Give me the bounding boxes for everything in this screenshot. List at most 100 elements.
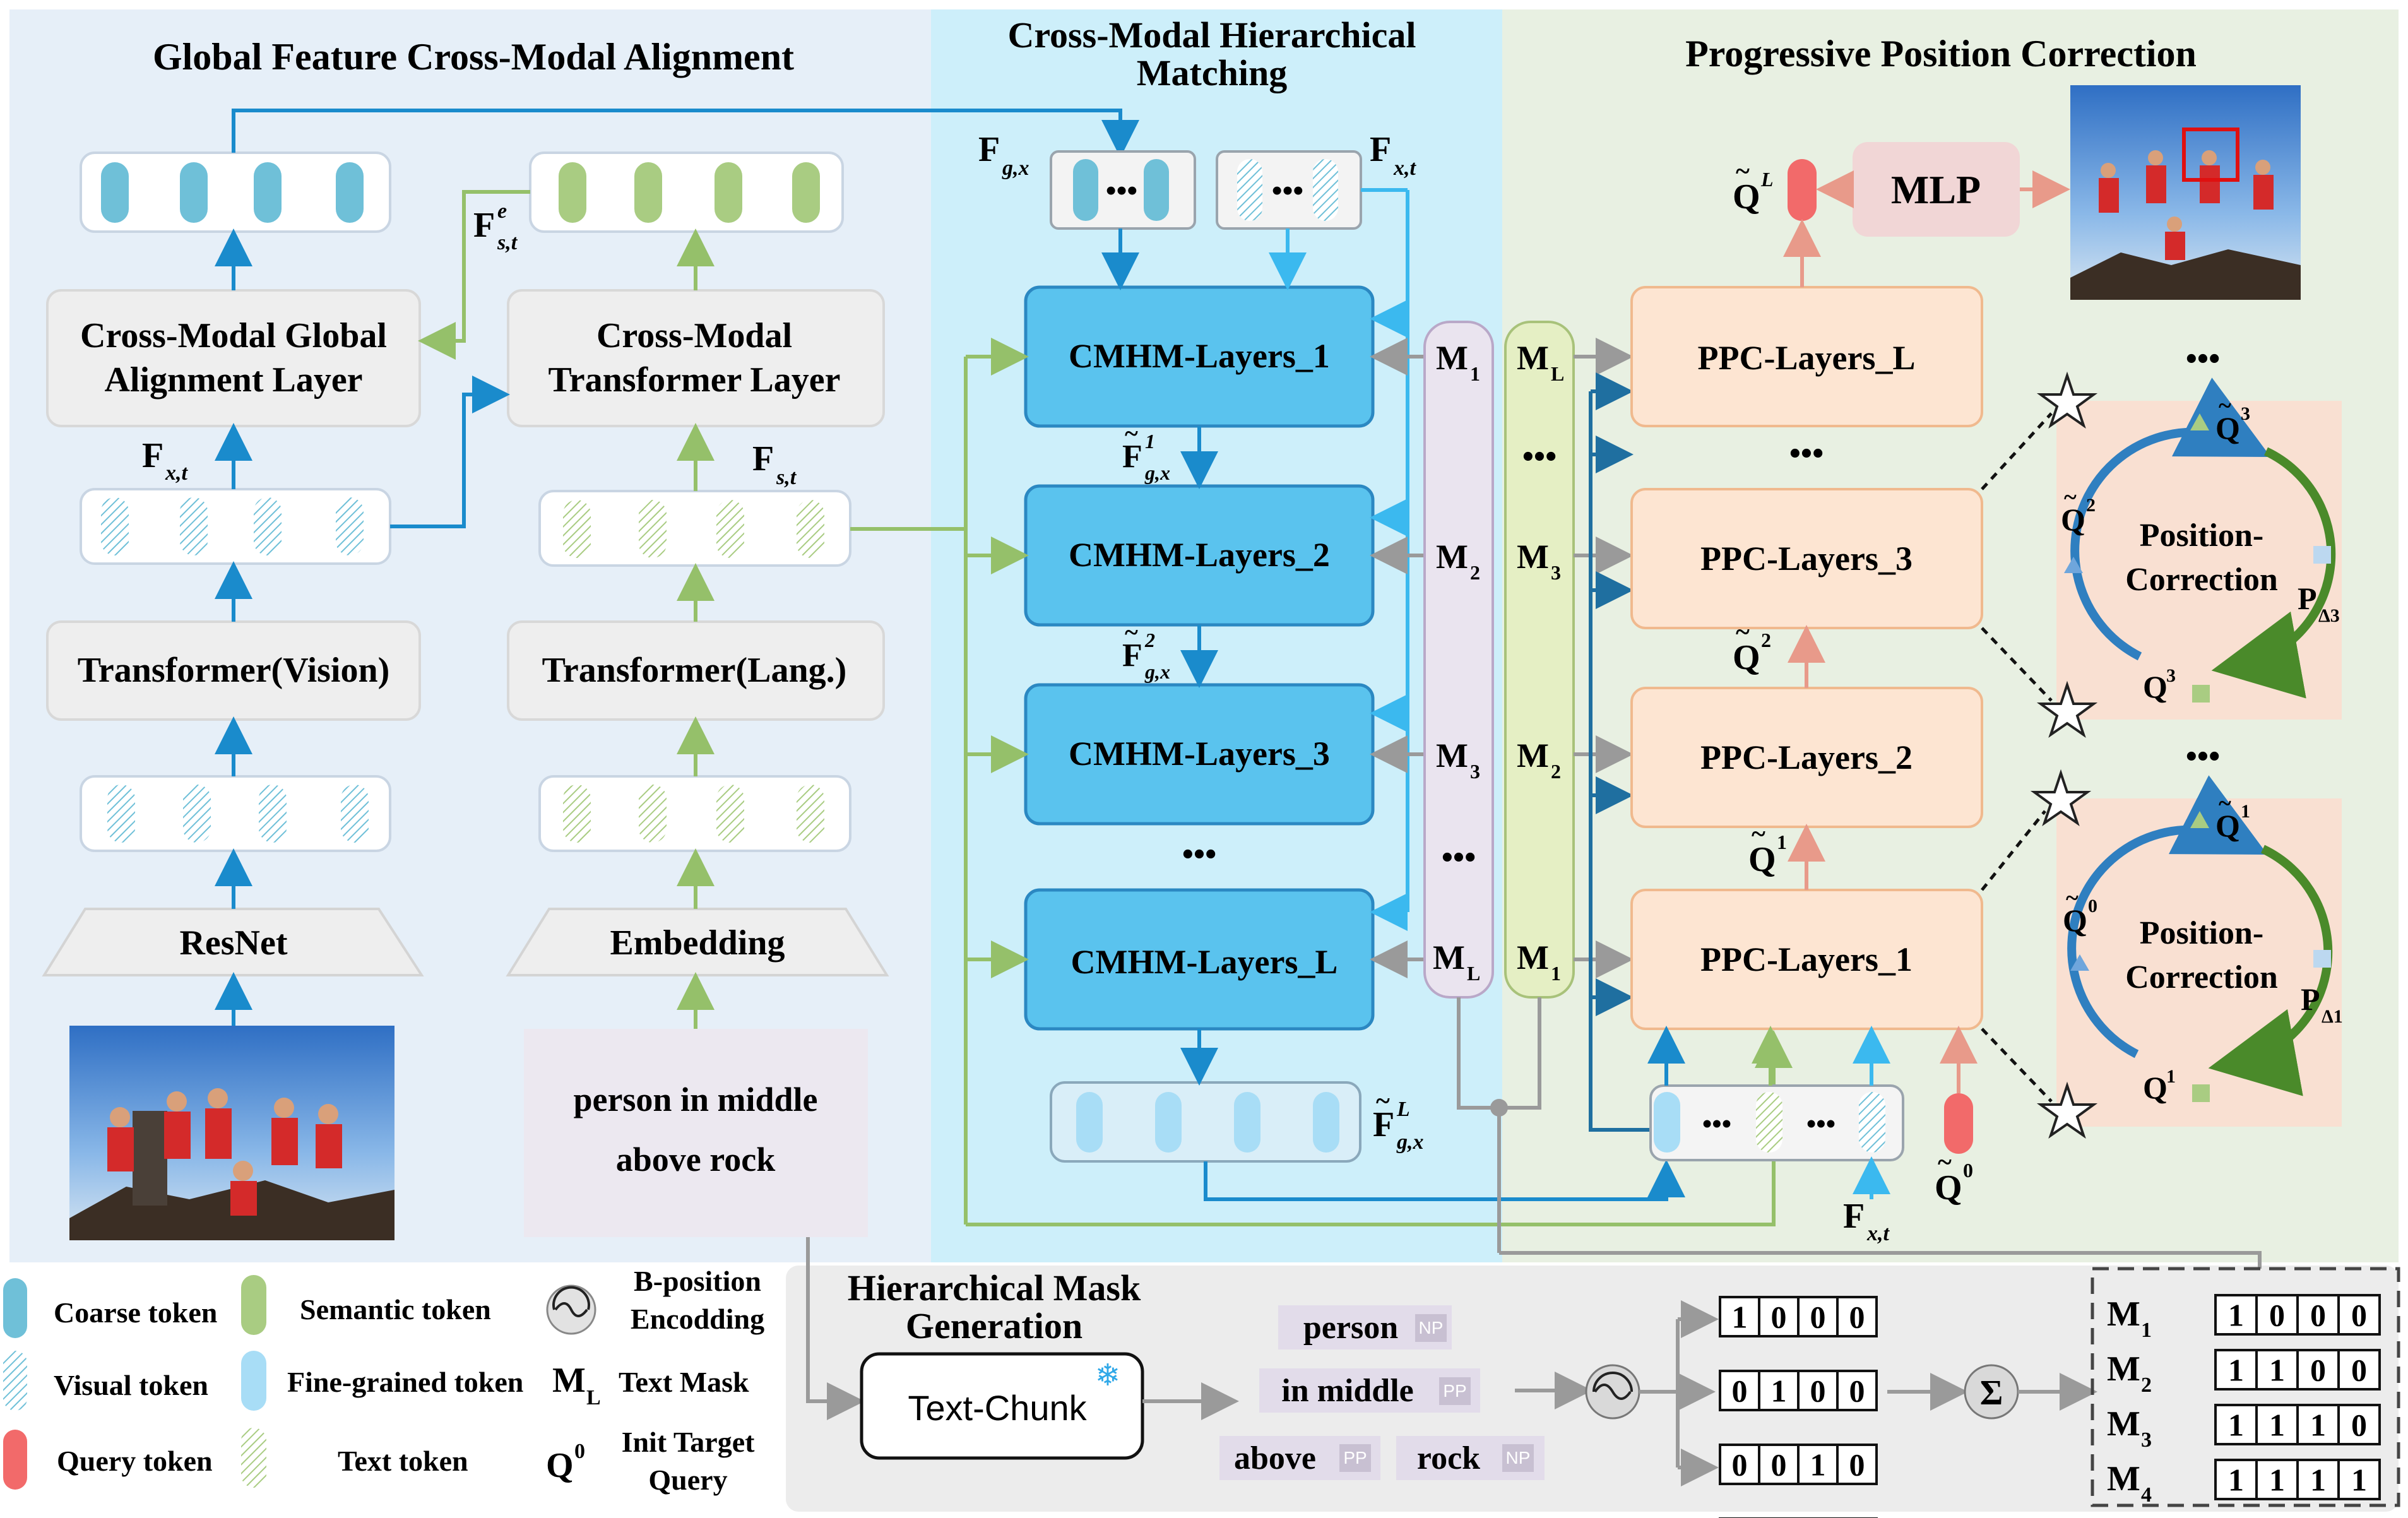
svg-text:L: L	[1551, 362, 1564, 385]
fine-grained-token	[1155, 1092, 1182, 1153]
svg-text:F: F	[978, 130, 1000, 169]
mask-row-label: M	[2107, 1404, 2140, 1444]
global-alignment-label-1: Cross-Modal Global	[80, 316, 387, 355]
coarse-token	[101, 162, 129, 223]
section-title-hmg-1: Hierarchical Mask	[848, 1267, 1141, 1308]
fine-grained-token	[1234, 1092, 1260, 1153]
svg-text:Q: Q	[2215, 808, 2240, 843]
legend-semantic-swatch	[241, 1275, 266, 1335]
svg-text:F: F	[1122, 439, 1142, 475]
grid-cell-value: 1	[2228, 1297, 2244, 1332]
ppc-layer-L	[1630, 286, 1983, 427]
grid-cell	[2214, 1459, 2258, 1500]
chunk-word: above	[1234, 1440, 1316, 1476]
sine-icon	[552, 1286, 590, 1317]
arrow	[390, 376, 510, 528]
svg-text:1: 1	[1470, 362, 1480, 385]
legend-visual-swatch	[3, 1351, 27, 1411]
chunk-tag	[1502, 1444, 1534, 1472]
svg-text:Δ3: Δ3	[2318, 605, 2340, 626]
grid-cell-value: 1	[2310, 1407, 2326, 1442]
svg-text:M: M	[1436, 339, 1468, 377]
svg-text:x,t: x,t	[1393, 157, 1417, 180]
svg-text:Q: Q	[2061, 502, 2085, 537]
grid-cell-value: 0	[1771, 1447, 1787, 1482]
position-correction-panel-top	[2056, 401, 2342, 720]
grid-cell	[2214, 1294, 2258, 1336]
position-correction-label-1: Position-	[2140, 518, 2263, 554]
svg-text:F: F	[752, 439, 774, 478]
section-title-cmhm-2: Matching	[1137, 52, 1287, 93]
grid-cell	[1758, 1444, 1800, 1485]
chunk-tag	[1415, 1314, 1447, 1342]
legend-query-swatch	[3, 1430, 27, 1490]
grid-cell-value: 0	[2310, 1297, 2326, 1332]
legend-text-mask-label: Text Mask	[619, 1366, 749, 1398]
legend-fine-swatch	[241, 1351, 266, 1411]
svg-text:0: 0	[2088, 896, 2097, 916]
svg-text:M: M	[1517, 939, 1549, 976]
section-title-hmg-2: Generation	[906, 1305, 1082, 1346]
mask-column-ppc	[1504, 321, 1575, 999]
text-token	[716, 785, 744, 843]
legend-bpos-label-2: Encodding	[631, 1303, 764, 1335]
cmhm-layer-2-label: CMHM-Layers_2	[1069, 536, 1330, 574]
svg-text:~: ~	[1376, 1087, 1390, 1116]
svg-text:L: L	[1467, 962, 1480, 985]
cmhm-layer-3-label: CMHM-Layers_3	[1069, 735, 1330, 773]
square-marker	[2313, 950, 2331, 968]
grid-cell-value: 0	[1771, 1299, 1787, 1334]
star-marker	[2030, 769, 2092, 827]
label-q-tilde-1: Q~ 1	[1748, 820, 1787, 879]
svg-text:s,t: s,t	[497, 231, 518, 254]
input-image	[69, 1026, 394, 1240]
text-token	[797, 785, 824, 843]
correction-arc-blue	[2067, 775, 2268, 1058]
star-marker	[2036, 371, 2098, 429]
grid-cell-value: 1	[1810, 1447, 1826, 1482]
grid-cell-value: 1	[1732, 1299, 1748, 1334]
visual-token	[259, 785, 287, 843]
text-chunk-label: Text-Chunk	[908, 1388, 1087, 1428]
text-token	[639, 785, 667, 843]
vision-transformer-label: Transformer(Vision)	[78, 651, 390, 690]
svg-text:Q: Q	[546, 1446, 574, 1485]
grid-cell	[2296, 1404, 2340, 1445]
grid-cell	[2337, 1404, 2381, 1445]
chunk-tag-label: PP	[1343, 1448, 1367, 1468]
svg-text:~: ~	[2219, 790, 2231, 817]
svg-text:x,t: x,t	[1866, 1222, 1890, 1245]
input-text-line-1: person in middle	[573, 1081, 817, 1118]
grid-cell	[2337, 1349, 2381, 1391]
svg-text:M: M	[1436, 538, 1468, 576]
label-f-gx: F g,x	[978, 130, 1029, 180]
sum-symbol: Σ	[1980, 1373, 2003, 1413]
svg-text:M: M	[1436, 737, 1468, 774]
grid-cell-value: 1	[2269, 1407, 2285, 1442]
grid-cell	[1758, 1296, 1800, 1337]
visual-token	[1237, 159, 1262, 221]
chunk-tag	[1339, 1444, 1371, 1472]
chunk-tag-label: PP	[1443, 1381, 1466, 1401]
semantic-token	[792, 162, 820, 223]
section-title-global: Global Feature Cross-Modal Alignment	[153, 36, 794, 78]
grid-cell-value: 0	[1849, 1373, 1865, 1408]
svg-text:0: 0	[574, 1440, 585, 1463]
legend-query-label: Query token	[57, 1445, 213, 1477]
position-correction-label-2: Correction	[2125, 562, 2278, 598]
visual-token	[101, 497, 129, 555]
label-q-tilde-2: Q~ 2	[1733, 618, 1771, 677]
svg-text:F: F	[1843, 1197, 1865, 1236]
grid-cell	[1836, 1444, 1878, 1485]
correction-arc-blue	[2070, 377, 2271, 661]
star-marker	[2036, 680, 2098, 738]
legend-init-label-1: Init Target	[622, 1426, 756, 1458]
visual-token	[107, 785, 135, 843]
grid-cell-value: 0	[1810, 1299, 1826, 1334]
grid-cell-value: 0	[2351, 1407, 2367, 1442]
svg-text:L: L	[1396, 1098, 1410, 1121]
